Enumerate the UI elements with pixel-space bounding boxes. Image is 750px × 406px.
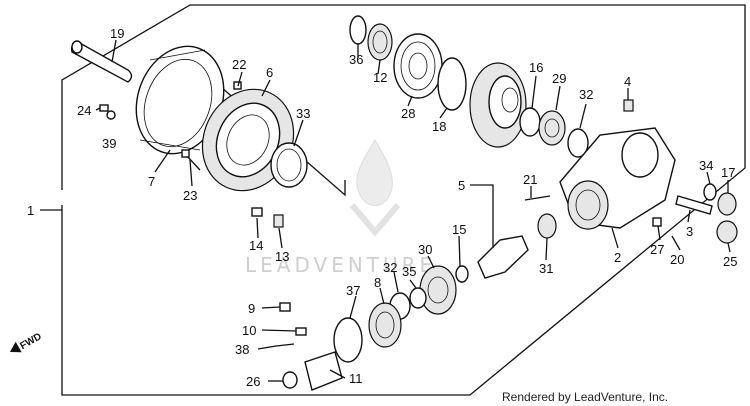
callout-7: 7 xyxy=(148,174,155,189)
fwd-indicator: FWD xyxy=(10,331,44,353)
callout-35: 35 xyxy=(402,264,416,279)
parts-11-26 xyxy=(282,351,343,391)
callout-39: 39 xyxy=(102,136,116,151)
callout-33: 33 xyxy=(296,106,310,121)
watermark-text: LEADVENTURE xyxy=(245,253,436,277)
callout-38: 38 xyxy=(235,342,249,357)
watermark: LEADVENTURE xyxy=(245,139,436,277)
parts-36-12-28 xyxy=(349,15,443,99)
callout-5: 5 xyxy=(458,178,465,193)
callout-32: 32 xyxy=(579,87,593,102)
callout-32b: 32 xyxy=(383,260,397,275)
part-27 xyxy=(652,217,662,227)
credit-text: Rendered by LeadVenture, Inc. xyxy=(502,390,668,404)
callout-23: 23 xyxy=(183,188,197,203)
callout-26: 26 xyxy=(246,374,260,389)
callout-27: 27 xyxy=(650,242,664,257)
callout-17: 17 xyxy=(721,165,735,180)
callout-9: 9 xyxy=(248,301,255,316)
callout-13: 13 xyxy=(275,249,289,264)
parts-16-29-32 xyxy=(519,107,589,158)
callout-25: 25 xyxy=(723,254,737,269)
callout-37: 37 xyxy=(346,283,360,298)
parts-13-14 xyxy=(251,207,284,228)
callout-18: 18 xyxy=(432,119,446,134)
callout-6: 6 xyxy=(266,65,273,80)
callout-31: 31 xyxy=(539,261,553,276)
callout-8: 8 xyxy=(374,275,381,290)
callout-29: 29 xyxy=(552,71,566,86)
callout-10: 10 xyxy=(242,323,256,338)
callout-labels: 19 22 6 33 24 39 7 23 1 14 13 36 12 28 1… xyxy=(27,26,737,389)
part-21-bolt xyxy=(524,195,551,201)
parts-30-35-32b xyxy=(389,265,457,320)
callout-14: 14 xyxy=(249,238,263,253)
part-19-pin xyxy=(70,40,133,83)
part-4-plug xyxy=(623,99,634,112)
parts-3-34-17-25 xyxy=(675,183,738,244)
callout-21: 21 xyxy=(523,172,537,187)
callout-1: 1 xyxy=(27,203,34,218)
callout-2: 2 xyxy=(614,250,621,265)
callout-3: 3 xyxy=(686,224,693,239)
callout-36: 36 xyxy=(349,52,363,67)
fwd-label: FWD xyxy=(18,331,43,352)
callout-30: 30 xyxy=(418,242,432,257)
leader-lines xyxy=(95,39,731,382)
callout-20: 20 xyxy=(670,252,684,267)
part-6-cover xyxy=(201,88,295,192)
arrow-left-icon xyxy=(10,341,22,353)
part-pinion-gear xyxy=(455,235,529,283)
parts-9-10-38 xyxy=(275,302,307,347)
parts-8-37 xyxy=(333,302,402,363)
part-5-ring-gear xyxy=(469,62,527,148)
callout-11: 11 xyxy=(349,371,363,386)
callout-16: 16 xyxy=(529,60,543,75)
callout-19: 19 xyxy=(110,26,124,41)
callout-15: 15 xyxy=(452,222,466,237)
callout-4: 4 xyxy=(624,74,631,89)
callout-22: 22 xyxy=(232,57,246,72)
callout-28: 28 xyxy=(401,106,415,121)
callout-12: 12 xyxy=(373,70,387,85)
callout-24: 24 xyxy=(77,103,91,118)
callout-34: 34 xyxy=(699,158,713,173)
part-2-housing xyxy=(559,127,676,230)
part-33-seal xyxy=(270,142,308,188)
part-31-bearing xyxy=(537,213,557,239)
flame-logo-icon xyxy=(356,139,393,206)
part-18-ring xyxy=(437,57,467,111)
